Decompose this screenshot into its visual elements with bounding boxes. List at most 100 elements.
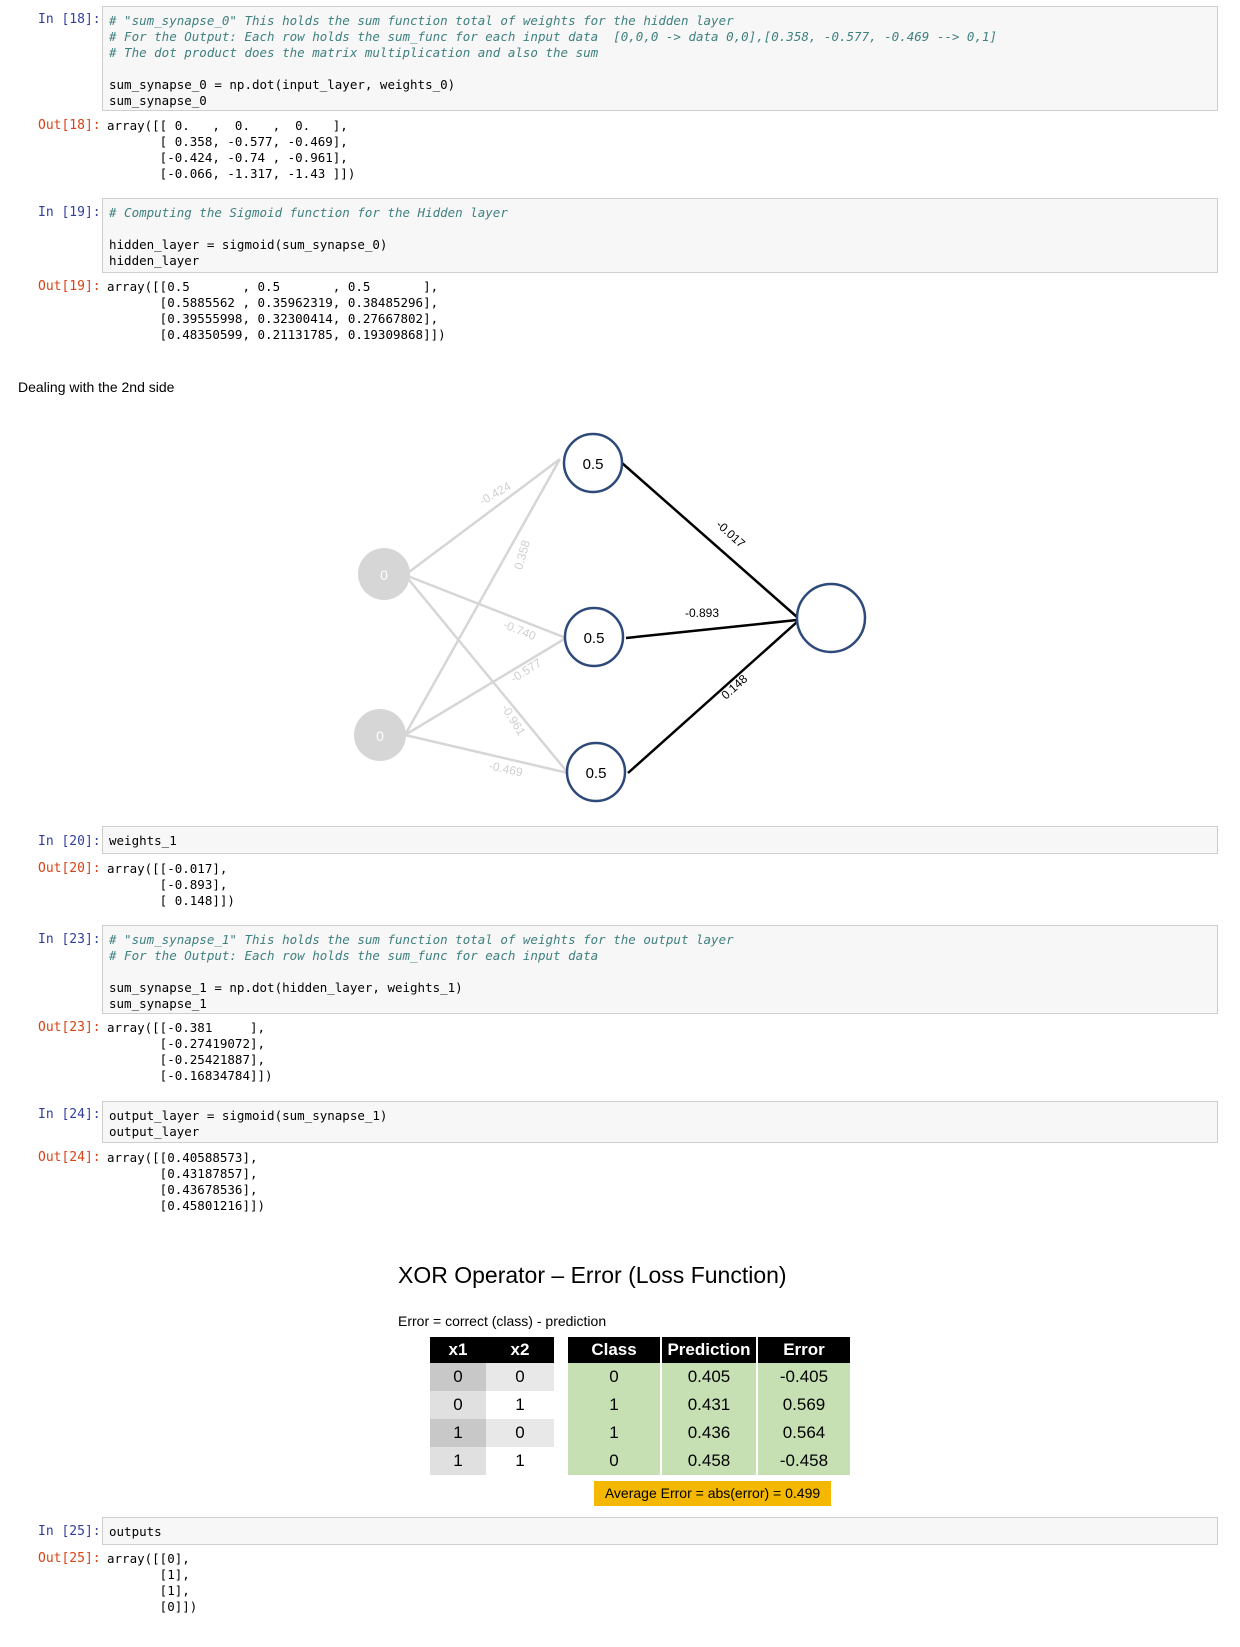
weight-label: -0.740 xyxy=(501,617,538,643)
code-line: hidden_layer = sigmoid(sum_synapse_0) xyxy=(109,237,388,252)
in-prompt: In [23]: xyxy=(38,932,101,947)
table-header-row: x1 x2 Class Prediction Error xyxy=(430,1337,850,1363)
weight-label: -0.017 xyxy=(713,517,748,550)
header-prediction: Prediction xyxy=(660,1337,757,1363)
code-line: sum_synapse_0 xyxy=(109,93,207,108)
weight-label: -0.893 xyxy=(685,606,719,620)
code-lines: # Computing the Sigmoid function for the… xyxy=(109,205,508,269)
code-input[interactable]: outputs xyxy=(102,1517,1218,1545)
edge-i2-h2 xyxy=(404,636,567,737)
hidden-node-1 xyxy=(562,432,624,494)
code-comment: # Computing the Sigmoid function for the… xyxy=(109,205,508,220)
edge-h1-out xyxy=(621,462,798,618)
xor-formula: Error = correct (class) - prediction xyxy=(398,1313,607,1329)
cell-x2: 0 xyxy=(486,1363,561,1391)
cell-x2: 0 xyxy=(486,1419,561,1447)
edge-h2-out xyxy=(625,618,798,640)
cell-error: -0.458 xyxy=(756,1447,850,1475)
out-prompt: Out[18]: xyxy=(38,118,101,133)
code-line: outputs xyxy=(109,1524,162,1539)
average-error-label: Average Error = abs(error) = 0.499 xyxy=(594,1481,831,1506)
code-input[interactable]: # "sum_synapse_1" This holds the sum fun… xyxy=(102,925,1218,1014)
header-error: Error xyxy=(756,1337,850,1363)
code-line: sum_synapse_0 = np.dot(input_layer, weig… xyxy=(109,77,456,92)
output-array: array([[0.40588573], [0.43187857], [0.43… xyxy=(107,1150,266,1213)
code-input[interactable]: # "sum_synapse_0" This holds the sum fun… xyxy=(102,6,1218,111)
weight-label: -0.424 xyxy=(477,479,514,508)
markdown-heading: Dealing with the 2nd side xyxy=(18,379,175,395)
cell-x1: 1 xyxy=(430,1419,486,1447)
weight-label: -0.469 xyxy=(488,759,525,780)
output-array: array([[-0.017], [-0.893], [ 0.148]]) xyxy=(107,861,235,908)
code-line: hidden_layer xyxy=(109,253,200,268)
code-line: output_layer = sigmoid(sum_synapse_1) xyxy=(109,1108,388,1123)
out-prompt: Out[25]: xyxy=(38,1551,101,1566)
output-edges xyxy=(621,462,798,774)
hidden-node-label: 0.5 xyxy=(584,630,605,647)
cell-x2: 1 xyxy=(486,1391,561,1419)
output-array: array([[-0.381 ], [-0.27419072], [-0.254… xyxy=(107,1020,273,1083)
edge-i1-h3 xyxy=(404,574,569,774)
out-prompt: Out[20]: xyxy=(38,861,101,876)
hidden-node-2 xyxy=(563,606,625,668)
code-comment: # "sum_synapse_1" This holds the sum fun… xyxy=(109,932,734,947)
code-comment: # "sum_synapse_0" This holds the sum fun… xyxy=(109,13,734,28)
code-line: sum_synapse_1 = np.dot(hidden_layer, wei… xyxy=(109,980,463,995)
in-prompt: In [20]: xyxy=(38,834,101,849)
weight-label: 0.358 xyxy=(511,538,533,571)
input-node-label: 0 xyxy=(380,567,388,583)
cell-prediction: 0.436 xyxy=(660,1419,757,1447)
in-prompt: In [19]: xyxy=(38,205,101,220)
cell-prediction: 0.431 xyxy=(660,1391,757,1419)
code-line: sum_synapse_1 xyxy=(109,996,207,1011)
code-comment: # For the Output: Each row holds the sum… xyxy=(109,948,599,963)
output-node xyxy=(795,582,867,654)
code-input[interactable]: output_layer = sigmoid(sum_synapse_1)out… xyxy=(102,1101,1218,1143)
edge-i2-h3 xyxy=(404,733,569,775)
code-input[interactable]: weights_1 xyxy=(102,826,1218,854)
in-prompt: In [18]: xyxy=(38,12,101,27)
code-lines: output_layer = sigmoid(sum_synapse_1)out… xyxy=(109,1108,387,1140)
header-x1: x1 xyxy=(430,1337,486,1363)
code-lines: outputs xyxy=(109,1524,162,1540)
edge-i1-h1 xyxy=(404,457,561,577)
output-array: array([[0], [1], [1], [0]]) xyxy=(107,1551,198,1614)
cell-error: -0.405 xyxy=(756,1363,850,1391)
input-edges xyxy=(403,457,569,775)
code-input[interactable]: # Computing the Sigmoid function for the… xyxy=(102,198,1218,273)
edge-h3-out xyxy=(627,621,798,774)
cell-class: 0 xyxy=(554,1447,661,1475)
cell-x2: 1 xyxy=(486,1447,561,1475)
output-array: array([[0.5 , 0.5 , 0.5 ], [0.5885562 , … xyxy=(107,279,446,342)
weight-label: 0.148 xyxy=(718,672,750,703)
out-prompt: Out[24]: xyxy=(38,1150,101,1165)
cell-error: 0.569 xyxy=(756,1391,850,1419)
hidden-node-label: 0.5 xyxy=(583,456,604,473)
cell-class: 1 xyxy=(554,1391,661,1419)
cell-class: 0 xyxy=(554,1363,661,1391)
header-class: Class xyxy=(554,1337,661,1363)
output-array: array([[ 0. , 0. , 0. ], [ 0.358, -0.577… xyxy=(107,118,356,181)
code-comment: # The dot product does the matrix multip… xyxy=(109,45,599,60)
input-node-1 xyxy=(358,548,410,600)
edge-i1-h2 xyxy=(404,573,567,640)
input-node-2 xyxy=(354,709,406,761)
input-node-label: 0 xyxy=(376,728,384,744)
edge-i2-h1 xyxy=(403,458,562,736)
out-prompt: Out[19]: xyxy=(38,279,101,294)
cell-error: 0.564 xyxy=(756,1419,850,1447)
code-line: weights_1 xyxy=(109,833,177,848)
cell-x1: 1 xyxy=(430,1447,486,1475)
hidden-node-label: 0.5 xyxy=(586,765,607,782)
cell-prediction: 0.458 xyxy=(660,1447,757,1475)
cell-x1: 0 xyxy=(430,1391,486,1419)
cell-x1: 0 xyxy=(430,1363,486,1391)
cell-prediction: 0.405 xyxy=(660,1363,757,1391)
header-x2: x2 xyxy=(486,1337,561,1363)
in-prompt: In [24]: xyxy=(38,1107,101,1122)
code-comment: # For the Output: Each row holds the sum… xyxy=(109,29,998,44)
xor-title: XOR Operator – Error (Loss Function) xyxy=(398,1262,787,1288)
